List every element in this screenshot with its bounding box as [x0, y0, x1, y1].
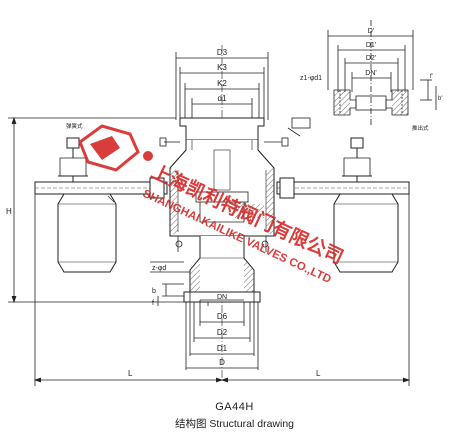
inset-flange-hatch	[334, 90, 408, 115]
lever-beam	[34, 177, 410, 199]
label-L-right: L	[316, 369, 321, 378]
caption-subtitle: 结构图 Structural drawing	[174, 418, 295, 430]
label-z-phi-d: z-φd	[152, 265, 166, 272]
label-K3: K3	[217, 63, 227, 72]
label-H: H	[6, 207, 12, 216]
valve-body-hatch	[170, 168, 274, 292]
label-L-left: L	[128, 369, 133, 378]
label-inset-f: f'	[430, 74, 433, 80]
body-bolts	[159, 117, 311, 252]
label-inset-D2: D2'	[366, 55, 376, 62]
label-side-right: 推出式	[412, 124, 429, 132]
height-dimension	[8, 116, 184, 304]
label-f: f	[152, 300, 154, 307]
left-weight-assembly	[57, 137, 117, 273]
label-DN: DN	[217, 294, 227, 301]
label-inset-b: b'	[438, 96, 442, 102]
label-b: b	[152, 288, 156, 295]
dimension-labels: D3 K3 K2 d1 H L L DN D6 D2 D1 D z-φd b f…	[6, 28, 442, 378]
label-side-left: 弹簧式	[66, 122, 83, 130]
caption-model: GA44H	[215, 401, 254, 413]
label-D6: D6	[217, 312, 228, 321]
label-K2: K2	[217, 79, 227, 88]
label-D1: D1	[217, 344, 228, 353]
label-d1: d1	[218, 94, 227, 103]
lower-dimension-lines	[150, 261, 259, 370]
label-D: D	[219, 358, 225, 367]
right-weight-assembly	[333, 137, 399, 273]
label-D2: D2	[217, 328, 228, 337]
label-inset-DN: DN'	[365, 70, 376, 77]
label-inset-D1: D1'	[366, 42, 376, 49]
length-dimension	[33, 194, 411, 386]
label-D3: D3	[217, 48, 228, 57]
label-inset-z: z1-φd1	[300, 75, 322, 82]
watermark-logo	[78, 124, 153, 172]
label-inset-D: D'	[368, 28, 374, 35]
